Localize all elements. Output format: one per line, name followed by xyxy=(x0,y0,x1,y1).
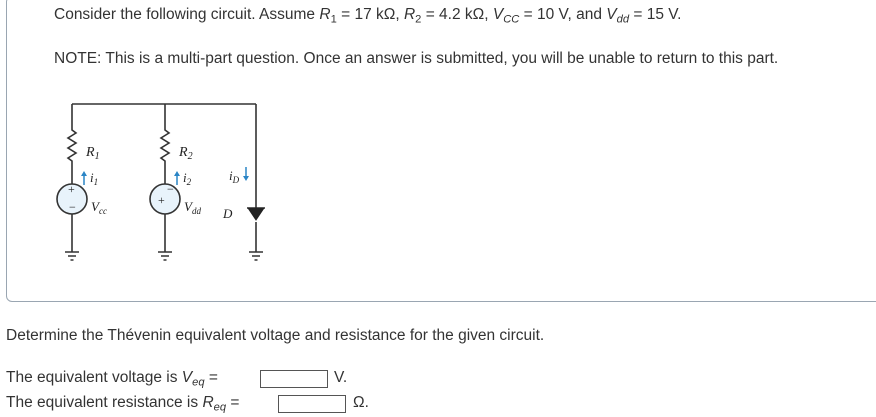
veq-equals: = xyxy=(208,369,218,386)
req-row: The equivalent resistance is Req = xyxy=(6,394,239,413)
question-panel xyxy=(6,0,876,302)
r1-value: = 17 kΩ, xyxy=(341,6,400,23)
veq-input[interactable] xyxy=(260,370,328,388)
vcc-value: = 10 V, and xyxy=(523,6,602,23)
r1-symbol: R xyxy=(319,6,331,23)
req-symbol: R xyxy=(202,394,214,411)
i1-arrowhead xyxy=(81,171,87,176)
vcc-subscript: CC xyxy=(503,13,520,26)
problem-statement: Consider the following circuit. Assume R… xyxy=(54,6,681,25)
vcc-symbol: V xyxy=(492,6,504,23)
vcc-minus: − xyxy=(69,200,76,214)
req-unit: Ω. xyxy=(353,394,369,411)
veq-unit: V. xyxy=(334,369,348,386)
right-ground-icon xyxy=(249,251,263,261)
r2-resistor xyxy=(159,104,171,184)
req-subscript: eq xyxy=(213,401,227,414)
req-equals: = xyxy=(230,394,240,411)
i2-arrowhead xyxy=(174,171,180,176)
veq-row: The equivalent voltage is Veq = xyxy=(6,369,218,388)
left-ground-icon xyxy=(65,251,79,261)
veq-prefix: The equivalent voltage is xyxy=(6,369,178,386)
veq-symbol: V xyxy=(181,369,193,386)
id-label: iD xyxy=(229,168,240,185)
veq-subscript: eq xyxy=(192,376,205,389)
r2-subscript: 2 xyxy=(415,13,422,26)
r2-value: = 4.2 kΩ, xyxy=(425,6,489,23)
vcc-source-icon xyxy=(56,183,88,215)
vdd-subscript: dd xyxy=(616,13,630,26)
note-text: NOTE: This is a multi-part question. Onc… xyxy=(54,50,779,67)
id-arrowhead xyxy=(243,176,249,181)
r1-resistor xyxy=(66,104,78,184)
req-input[interactable] xyxy=(278,395,346,413)
vdd-value: = 15 V. xyxy=(633,6,682,23)
question-text: Determine the Thévenin equivalent voltag… xyxy=(6,327,545,344)
vdd-label: Vdd xyxy=(184,199,201,216)
diode-icon xyxy=(247,207,265,221)
r1-subscript: 1 xyxy=(330,13,337,26)
vcc-plus: + xyxy=(68,182,75,196)
vdd-plus: + xyxy=(158,193,165,207)
intro-text: Consider the following circuit. Assume xyxy=(54,6,316,23)
vcc-label: Vcc xyxy=(91,199,107,216)
middle-ground-icon xyxy=(158,251,172,261)
vdd-minus: − xyxy=(167,182,174,196)
i1-label: i1 xyxy=(90,170,98,187)
r1-label: R1 xyxy=(85,145,100,162)
req-prefix: The equivalent resistance is xyxy=(6,394,199,411)
diode-label: D xyxy=(222,206,233,221)
r2-label: R2 xyxy=(178,145,193,162)
i2-label: i2 xyxy=(183,170,192,187)
circuit-diagram: + − + − R1 R2 i1 i2 iD Vcc Vdd D xyxy=(56,103,265,261)
vdd-symbol: V xyxy=(606,6,617,23)
vdd-source-icon xyxy=(149,183,181,215)
r2-symbol: R xyxy=(403,6,416,23)
